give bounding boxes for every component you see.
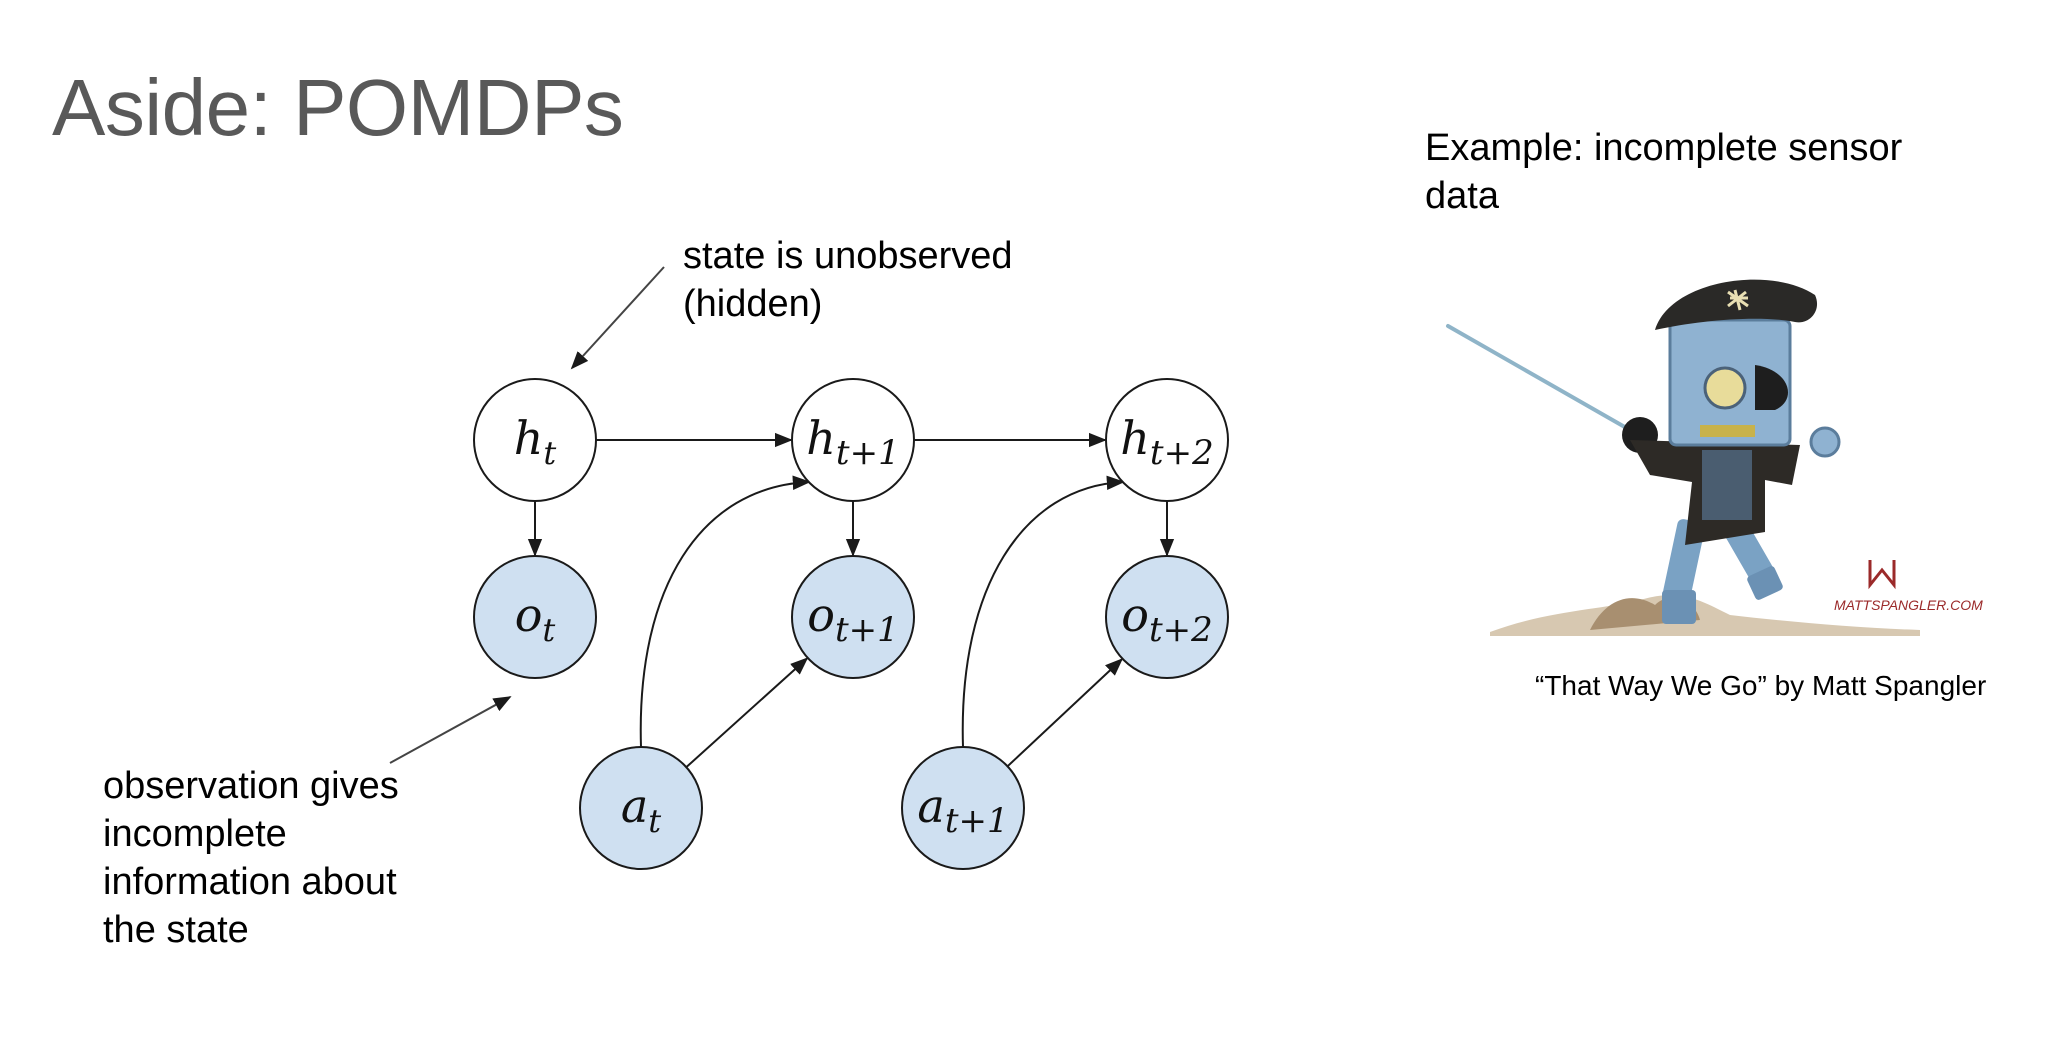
node-o_t1: ot+1 xyxy=(791,555,915,679)
node-h_t2: ht+2 xyxy=(1105,378,1229,502)
node-label: ot xyxy=(515,588,556,649)
node-label: ht+1 xyxy=(806,411,899,473)
annotation-state-hidden: state is unobserved (hidden) xyxy=(683,235,1013,325)
node-circle xyxy=(1105,378,1229,502)
node-label: ot+2 xyxy=(1121,588,1213,650)
node-label: at+1 xyxy=(917,779,1008,841)
node-circle xyxy=(473,378,597,502)
node-circle xyxy=(1105,555,1229,679)
annotation-arrow-observation xyxy=(389,696,512,764)
node-circle xyxy=(473,555,597,679)
edge-a_t1-to-h_t2 xyxy=(961,475,1125,748)
node-circle xyxy=(791,378,915,502)
annotation-arrow-state xyxy=(570,266,665,370)
node-circle xyxy=(791,555,915,679)
node-a_t1: at+1 xyxy=(901,746,1025,870)
node-o_t2: ot+2 xyxy=(1105,555,1229,679)
image-caption: “That Way We Go” by Matt Spangler xyxy=(1535,670,1987,701)
node-label: ht xyxy=(514,411,557,472)
node-label: at xyxy=(621,779,661,840)
example-text: Example: incomplete sensor data xyxy=(1425,127,1903,217)
node-label: ht+2 xyxy=(1120,411,1213,473)
node-a_t: at xyxy=(579,746,703,870)
edge-a_t1-to-o_t2 xyxy=(1006,658,1124,768)
node-circle xyxy=(579,746,703,870)
annotation-observation: observation gives incomplete information… xyxy=(103,765,399,951)
artist-signature: MATTSPANGLER.COM xyxy=(1834,597,1983,613)
node-h_t1: ht+1 xyxy=(791,378,915,502)
node-h_t: ht xyxy=(473,378,597,502)
slide-title: Aside: POMDPs xyxy=(52,63,624,152)
node-o_t: ot xyxy=(473,555,597,679)
node-circle xyxy=(901,746,1025,870)
edge-a_t-to-o_t1 xyxy=(685,657,809,768)
robot-pirate-illustration: MATTSPANGLER.COM xyxy=(1446,279,1983,636)
node-label: ot+1 xyxy=(807,588,899,650)
edge-a_t-to-h_t1 xyxy=(639,475,811,748)
